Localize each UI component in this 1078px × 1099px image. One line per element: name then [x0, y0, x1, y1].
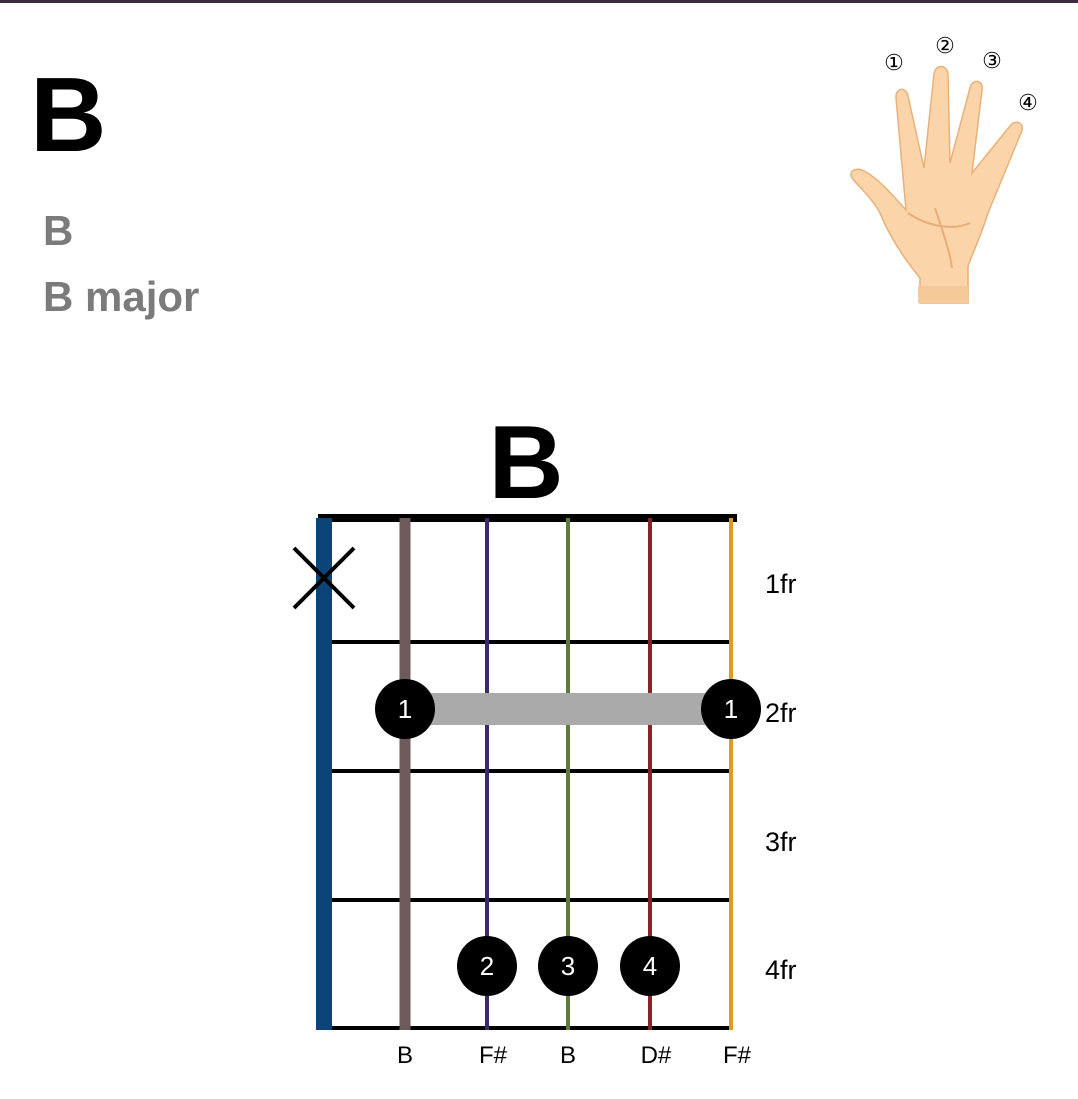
finger-3-label: ③ [982, 48, 1002, 73]
note-label-string-5: B [397, 1042, 413, 1069]
chord-subtitle: B [43, 207, 74, 254]
top-border [0, 0, 1078, 3]
finger-2-label: ② [935, 33, 955, 58]
muted-x-stroke-b [292, 546, 356, 610]
hand-icon: ① ② ③ ④ [850, 33, 1038, 304]
finger-dot-number-3: 2 [480, 951, 494, 981]
fret-label-2: 2fr [765, 698, 797, 728]
finger-dot-number-4: 3 [561, 951, 575, 981]
note-label-string-2: D# [641, 1042, 672, 1069]
fret-label-1: 1fr [765, 569, 797, 599]
finger-dot-number-2: 1 [724, 694, 738, 724]
note-label-string-3: B [560, 1042, 576, 1069]
note-label-string-1: F# [723, 1042, 752, 1069]
hand-illustration [850, 65, 1023, 304]
finger-dot-4 [538, 936, 598, 996]
finger-dot-number-5: 4 [643, 951, 657, 981]
finger-dot-5 [620, 936, 680, 996]
finger-dot-1 [375, 679, 435, 739]
barre-bar [405, 693, 731, 725]
note-label-string-4: F# [479, 1042, 508, 1069]
chord-quality: B major [43, 273, 200, 320]
finger-dot-2 [701, 679, 761, 739]
diagram-chord-name: B [488, 405, 563, 521]
finger-1-label: ① [884, 50, 904, 75]
chord-title: B [30, 56, 107, 174]
finger-4-label: ④ [1018, 90, 1038, 115]
fret-label-3: 3fr [765, 827, 797, 857]
fret-label-4: 4fr [765, 955, 797, 985]
fretboard: B F# B D# F# 1fr 2fr 3fr 4fr 1 1 2 3 4 [292, 514, 797, 1069]
finger-dot-3 [457, 936, 517, 996]
finger-dot-number-1: 1 [398, 694, 412, 724]
